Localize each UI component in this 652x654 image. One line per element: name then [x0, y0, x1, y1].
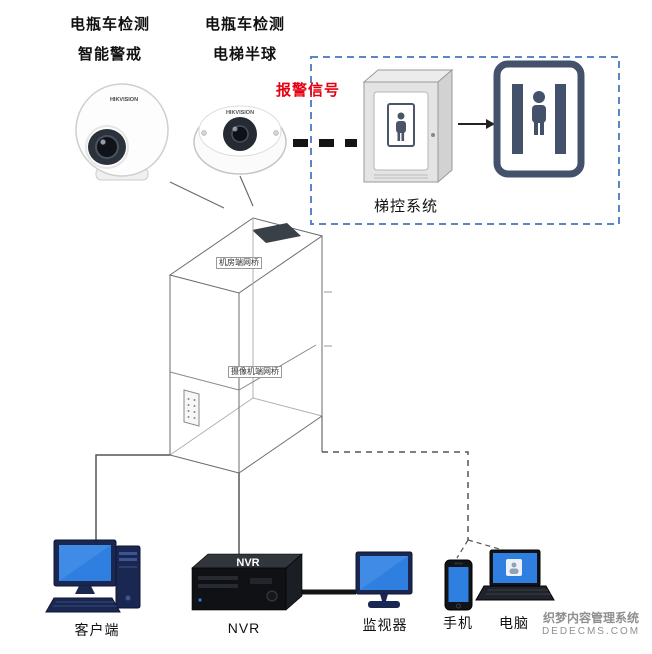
cabinet-icon-person-head: [397, 112, 405, 120]
tower-vent: [119, 566, 137, 568]
control-cabinet-icon: [362, 68, 454, 184]
arrow-head: [486, 119, 495, 129]
dome-screw: [273, 130, 279, 136]
turret-lens-glint: [100, 139, 106, 145]
car-keypad-buttons: [187, 398, 196, 419]
laptop-device-icon: [475, 549, 555, 601]
cabinet-side: [437, 68, 453, 184]
shaft-ceiling-vent: [252, 223, 301, 243]
machine-room-bridge-label: 机房端网桥: [216, 257, 262, 269]
shaft-to-mobile-dashed-line: [322, 451, 469, 540]
shaft-bottom-front-right: [238, 415, 323, 474]
nvr-dial-button: [266, 590, 278, 602]
nvr-vent-slot: [198, 576, 238, 580]
turret-brand-text: HIKVISION: [110, 97, 138, 103]
phone-device-icon: [444, 559, 473, 611]
desktop-keyboard: [45, 597, 121, 613]
watermark-line2: DEDECMS.COM: [541, 626, 641, 637]
elevator-control-system-label: 梯控系统: [373, 198, 438, 215]
car-keypad-panel: [183, 389, 200, 427]
client-computer-icon: [45, 539, 141, 613]
turret-camera-icon: HIKVISION: [75, 83, 169, 181]
dome-camera-icon: HIKVISION: [193, 105, 287, 175]
dome-to-shaft-line: [239, 175, 254, 207]
branch-to-laptop-line: [467, 539, 504, 551]
cabinet-elevator-icon: [387, 103, 415, 147]
cabinet-to-sign-arrow: [458, 119, 495, 129]
bottom-connectors: [95, 416, 504, 595]
dome-brand-text: HIKVISION: [226, 110, 254, 116]
contact-avatar-head: [511, 562, 517, 568]
contact-avatar-body: [509, 568, 519, 574]
cabinet-top: [362, 69, 454, 83]
dome-lens-glint: [232, 126, 238, 132]
shaft-top-face: [168, 217, 324, 294]
turret-to-shaft-line: [169, 181, 225, 209]
turret-camera-label-line1: 电瓶车检测: [69, 16, 150, 33]
cabinet-icon-person-body: [396, 121, 406, 133]
dome-camera-label-line1: 电瓶车检测: [204, 16, 285, 33]
sign-person-head: [533, 91, 545, 103]
branch-to-phone-line: [456, 539, 469, 559]
cabinet-icon-person-leg: [401, 132, 405, 141]
nvr-device-text: NVR: [236, 557, 259, 569]
shaft-bottom-front-left: [169, 454, 240, 474]
dome-screw: [201, 130, 207, 136]
dashed-zone-border: [310, 56, 620, 225]
nvr-vent-slot: [198, 584, 238, 588]
dome-camera-label-line2: 电梯半球: [212, 46, 277, 63]
sign-person-body: [532, 105, 546, 123]
nvr-status-led: [198, 598, 202, 602]
car-ceiling-left: [169, 371, 240, 391]
shaft-hidden-bottom-edge: [252, 397, 323, 417]
phone-screen: [448, 567, 469, 602]
monitor-label: 监视器: [362, 617, 408, 633]
pc-label: 电脑: [499, 615, 529, 631]
tower-power-button: [125, 595, 131, 601]
watermark-line1: 织梦内容管理系统: [542, 611, 639, 625]
car-end-bridge-label: 摄像机端网桥: [228, 366, 282, 378]
turret-lens-icon: [95, 135, 119, 159]
phone-speaker: [454, 562, 463, 565]
sign-left-door: [512, 84, 523, 154]
elevator-sign-icon: [493, 60, 585, 178]
nvr-usb-port: [250, 578, 272, 584]
screen-highlight: [360, 556, 408, 590]
shaft-to-client-line: [95, 454, 170, 540]
client-label: 客户端: [74, 622, 120, 638]
screen-highlight: [59, 545, 111, 581]
phone-home-button: [456, 603, 461, 609]
monitor-base: [368, 601, 400, 608]
nvr-device-icon: NVR: [191, 553, 303, 611]
monitor-neck: [380, 594, 388, 601]
alarm-signal-label: 报警信号: [276, 82, 341, 99]
nvr-label: NVR: [227, 620, 261, 636]
elevator-control-zone: [310, 56, 620, 225]
tower-drive-slot: [119, 552, 137, 555]
phone-label: 手机: [443, 615, 473, 631]
elevator-shaft-wireframe: [168, 217, 332, 474]
cabinet-icon-person-leg: [397, 132, 401, 141]
sign-person-leg: [540, 122, 544, 135]
turret-ring: [85, 125, 129, 169]
cabinet-lock: [431, 133, 435, 137]
nvr-front-face: [191, 567, 287, 611]
shaft-hidden-bottom-edge: [169, 397, 254, 456]
monitor-device-icon: [355, 551, 413, 608]
laptop-base: [475, 585, 555, 601]
sign-right-door: [555, 84, 566, 154]
sign-person-leg: [534, 122, 538, 135]
desktop-monitor-stand: [75, 586, 95, 594]
turret-camera-label-line2: 智能警戒: [77, 46, 142, 63]
tower-drive-slot: [119, 558, 137, 561]
